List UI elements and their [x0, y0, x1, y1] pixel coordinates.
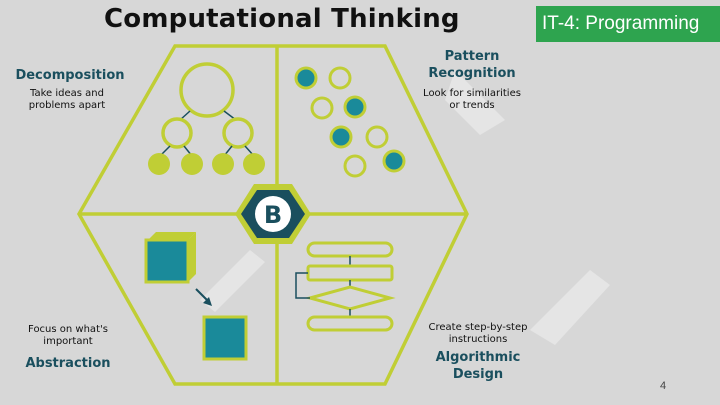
decomposition-desc-line1: Take ideas and	[30, 88, 104, 99]
b-hexagon-logo-icon: B	[235, 184, 311, 244]
algorithmic-desc-line1: Create step-by-step	[428, 322, 528, 333]
pattern-desc-line2: or trends	[449, 100, 495, 111]
abstraction-label: Abstraction	[25, 356, 111, 371]
page-number: 4	[660, 380, 667, 392]
algorithmic-desc-line2: instructions	[448, 334, 508, 345]
slide-title: Computational Thinking	[104, 4, 460, 34]
flowchart-icon	[295, 241, 396, 332]
algorithmic-label-line2: Design	[452, 367, 504, 382]
watermark	[200, 70, 610, 345]
pattern-dots-icon	[294, 66, 406, 178]
pattern-label-line1: Pattern	[444, 49, 500, 64]
logo-letter: B	[264, 201, 282, 229]
decomposition-label: Decomposition	[15, 68, 125, 83]
abstraction-desc-line2: important	[43, 336, 93, 347]
abstraction-desc-line1: Focus on what's	[28, 324, 108, 335]
decomposition-tree-icon	[148, 62, 265, 175]
abstraction-cubes-icon	[144, 232, 248, 361]
pattern-label-line2: Recognition	[428, 66, 516, 81]
algorithmic-label-line1: Algorithmic	[435, 350, 521, 365]
decomposition-desc-line2: problems apart	[28, 100, 106, 111]
pattern-desc-line1: Look for similarities	[423, 88, 521, 99]
course-badge: IT-4: Programming	[536, 6, 720, 42]
